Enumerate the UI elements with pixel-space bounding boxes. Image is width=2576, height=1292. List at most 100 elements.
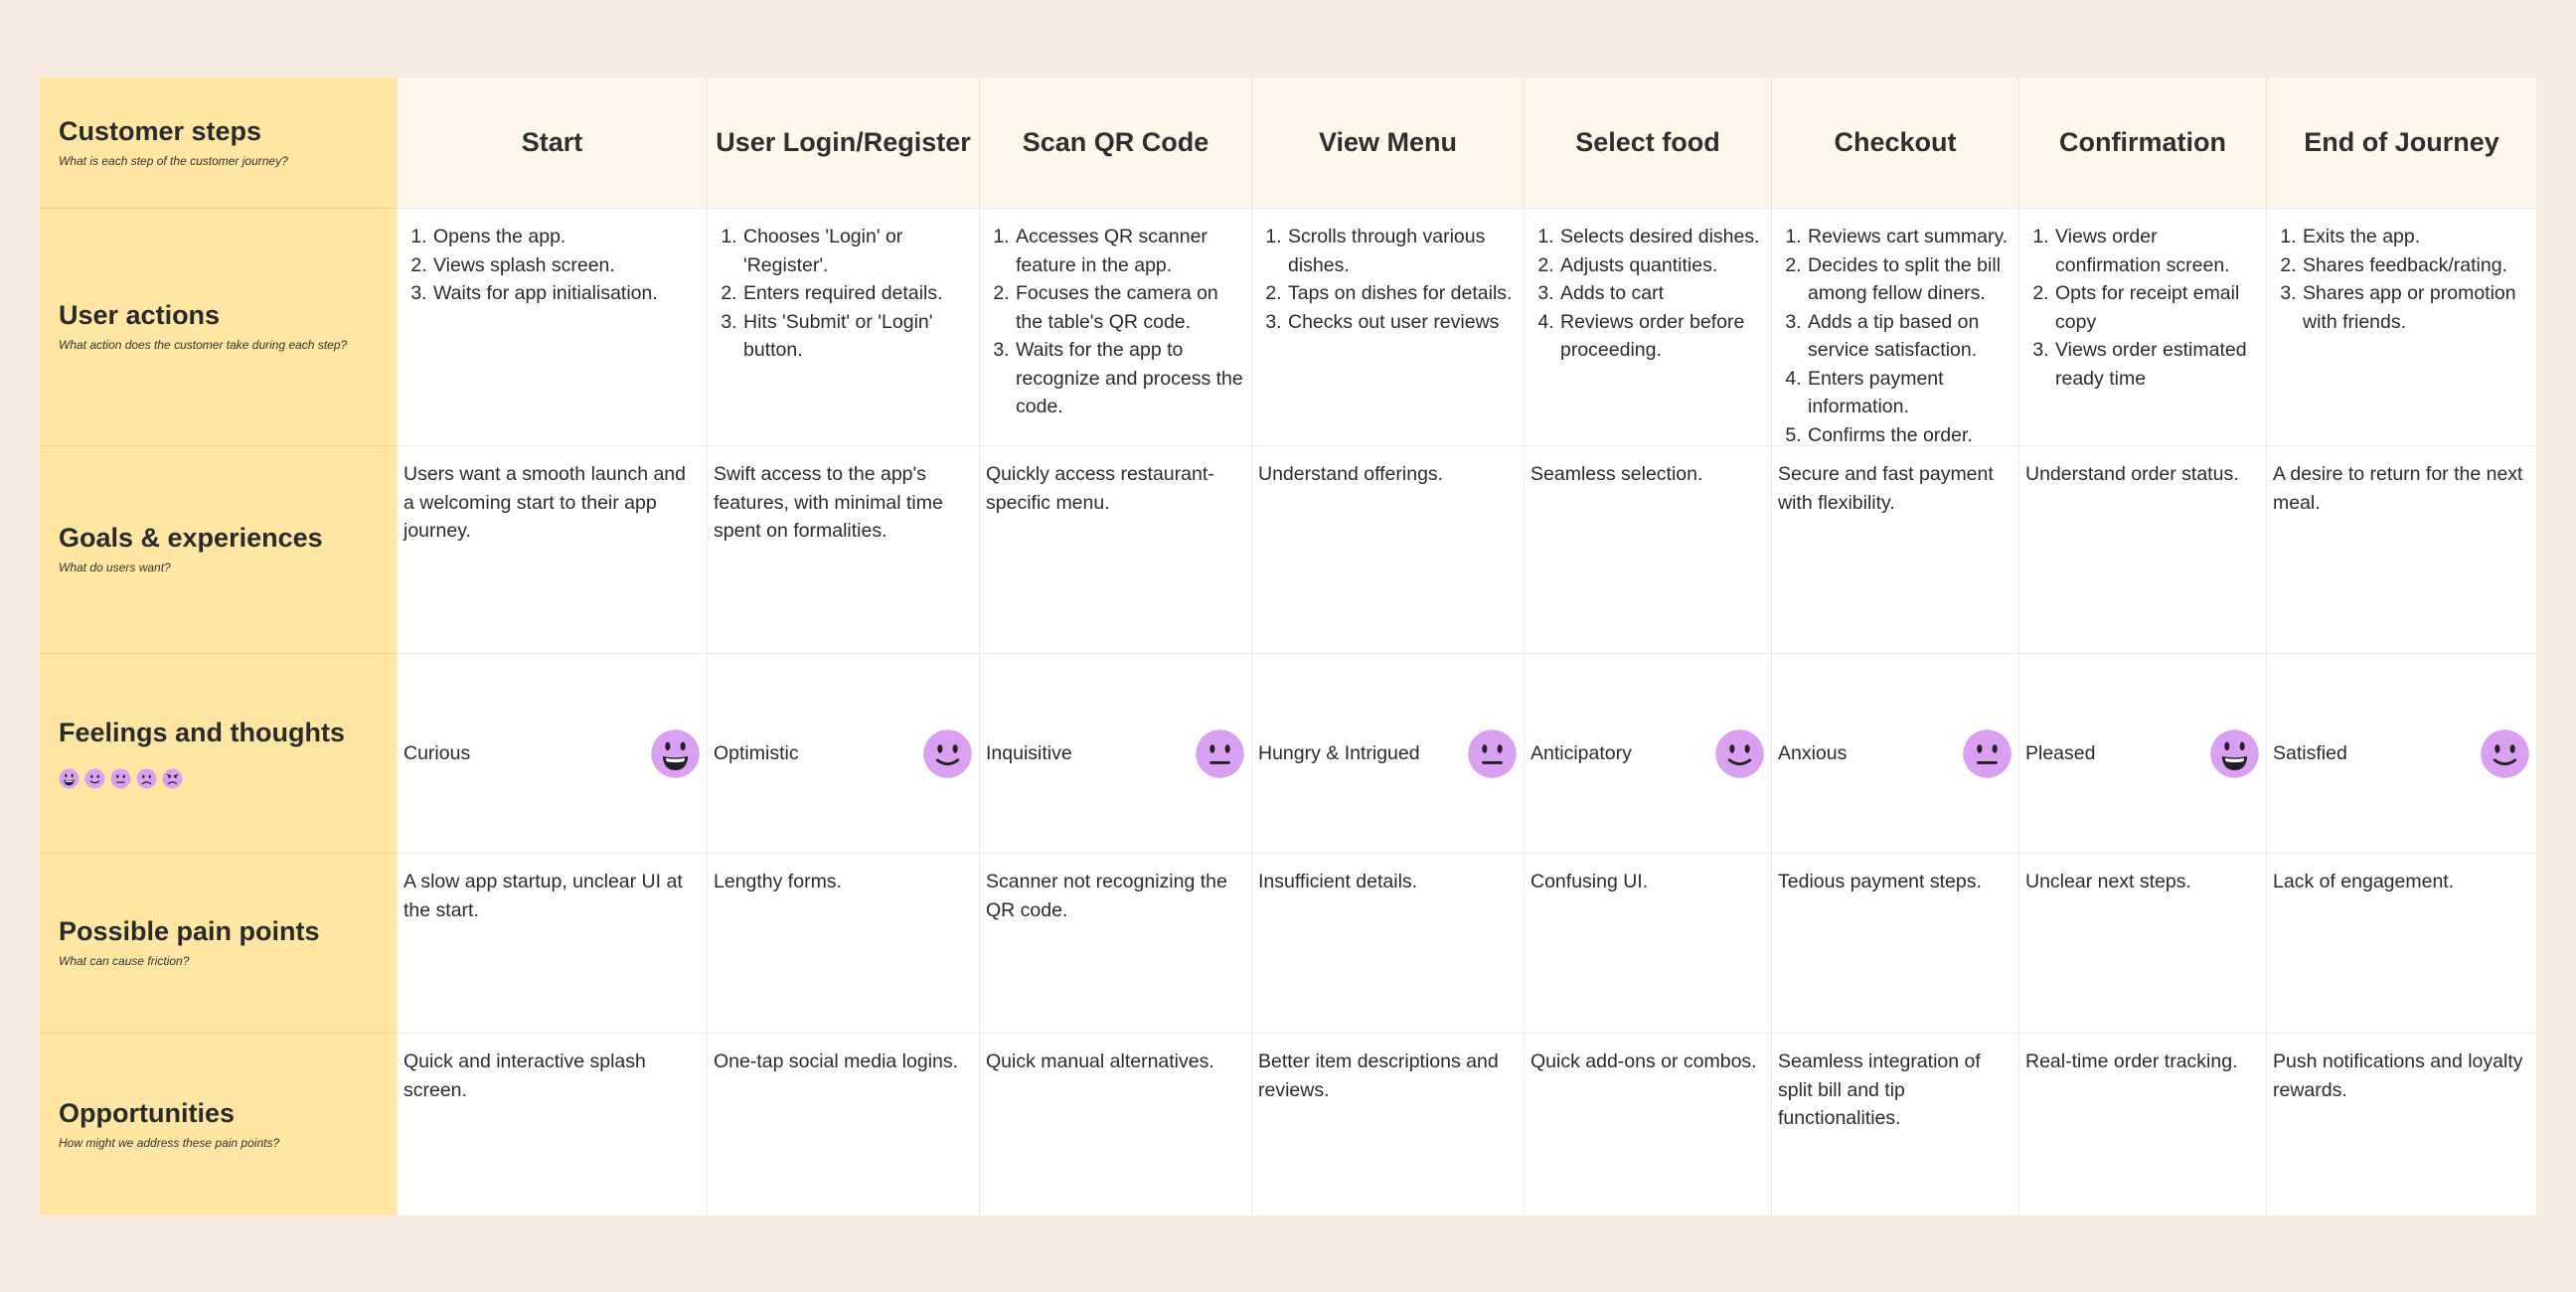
feeling-cell: Curious: [397, 653, 707, 853]
action-list: Opens the app.Views splash screen.Waits …: [403, 223, 701, 308]
step-title: End of Journey: [2304, 127, 2499, 157]
goal-text: A desire to return for the next meal.: [2273, 463, 2523, 514]
feeling-cell: Hungry & Intrigued: [1251, 653, 1524, 853]
opportunity-cell: Quick manual alternatives.: [979, 1033, 1251, 1215]
opportunity-cell: Quick and interactive splash screen.: [397, 1033, 707, 1215]
goal-cell: A desire to return for the next meal.: [2266, 445, 2536, 653]
opportunity-text: Quick manual alternatives.: [986, 1050, 1214, 1072]
pain-point-text: Insufficient details.: [1258, 871, 1418, 892]
step-title: Confirmation: [2059, 127, 2226, 157]
action-list: Exits the app.Shares feedback/rating.Sha…: [2273, 223, 2530, 336]
neutral-face-icon: [110, 768, 131, 789]
goal-cell: Quickly access restaurant-specific menu.: [979, 445, 1251, 653]
row-title: Opportunities: [59, 1097, 235, 1128]
step-header: Select food: [1524, 78, 1771, 208]
goal-text: Seamless selection.: [1530, 463, 1703, 485]
step-title: User Login/Register: [716, 127, 971, 157]
opportunity-text: Quick add-ons or combos.: [1530, 1050, 1757, 1072]
action-item: Taps on dishes for details.: [1287, 279, 1518, 308]
pain-point-text: A slow app startup, unclear UI at the st…: [403, 871, 683, 921]
row-subtitle: What is each step of the customer journe…: [59, 153, 288, 168]
action-item: Hits 'Submit' or 'Login' button.: [742, 308, 973, 365]
smiling-face-icon: [2481, 728, 2529, 778]
action-list: Reviews cart summary.Decides to split th…: [1778, 223, 2012, 445]
opportunity-cell: Push notifications and loyalty rewards.: [2266, 1033, 2536, 1215]
grinning-face-icon: [59, 768, 80, 789]
row-title: Customer steps: [59, 115, 262, 146]
goal-cell: Understand order status.: [2018, 445, 2266, 653]
row-subtitle: How might we address these pain points?: [59, 1135, 280, 1150]
feeling-cell: Inquisitive: [979, 653, 1251, 853]
pain-point-text: Lack of engagement.: [2273, 871, 2455, 892]
step-header: Checkout: [1771, 78, 2018, 208]
action-item: Adds a tip based on service satisfaction…: [1807, 308, 2012, 365]
pain-point-cell: Unclear next steps.: [2018, 853, 2266, 1033]
pain-point-cell: Insufficient details.: [1251, 853, 1524, 1033]
opportunity-cell: One-tap social media logins.: [707, 1033, 979, 1215]
action-item: Confirms the order.: [1807, 421, 2012, 446]
pain-point-cell: Lack of engagement.: [2266, 853, 2536, 1033]
neutral-face-icon: [1196, 728, 1244, 778]
feeling-cell: Optimistic: [707, 653, 979, 853]
action-item: Decides to split the bill among fellow d…: [1807, 251, 2012, 308]
pain-point-text: Lengthy forms.: [714, 871, 842, 892]
feeling-cell: Anxious: [1771, 653, 2018, 853]
action-item: Accesses QR scanner feature in the app.: [1015, 223, 1245, 279]
user-actions-cell: Opens the app.Views splash screen.Waits …: [397, 208, 707, 445]
action-item: Chooses 'Login' or 'Register'.: [742, 223, 973, 279]
action-item: Adjusts quantities.: [1559, 251, 1765, 280]
feeling-label: Curious: [403, 741, 471, 764]
pain-point-text: Tedious payment steps.: [1778, 871, 1982, 892]
smiling-face-icon: [1715, 728, 1764, 778]
opportunity-cell: Better item descriptions and reviews.: [1251, 1033, 1524, 1215]
feeling-cell: Anticipatory: [1524, 653, 1771, 853]
row-header-feelings: Feelings and thoughts: [40, 653, 397, 853]
opportunity-cell: Real-time order tracking.: [2018, 1033, 2266, 1215]
smiling-face-icon: [84, 768, 105, 789]
grinning-face-icon: [2210, 728, 2259, 778]
action-list: Selects desired dishes.Adjusts quantitie…: [1530, 223, 1765, 365]
opportunity-text: Push notifications and loyalty rewards.: [2273, 1050, 2523, 1101]
neutral-face-icon: [1963, 728, 2012, 778]
pain-point-text: Unclear next steps.: [2025, 871, 2191, 892]
opportunity-text: Quick and interactive splash screen.: [403, 1050, 646, 1101]
opportunity-text: One-tap social media logins.: [714, 1050, 959, 1072]
row-title: Possible pain points: [59, 916, 320, 947]
row-header-pain-points: Possible pain points What can cause fric…: [40, 853, 397, 1033]
action-item: Focuses the camera on the table's QR cod…: [1015, 279, 1245, 336]
row-title: Goals & experiences: [59, 523, 323, 554]
user-actions-cell: Exits the app.Shares feedback/rating.Sha…: [2266, 208, 2536, 445]
row-subtitle: What do users want?: [59, 561, 171, 575]
action-list: Views order confirmation screen.Opts for…: [2025, 223, 2260, 393]
action-item: Waits for app initialisation.: [432, 279, 701, 308]
row-header-opportunities: Opportunities How might we address these…: [40, 1033, 397, 1215]
opportunity-text: Real-time order tracking.: [2025, 1050, 2238, 1072]
action-list: Accesses QR scanner feature in the app.F…: [986, 223, 1245, 421]
action-item: Checks out user reviews: [1287, 308, 1518, 337]
feeling-label: Inquisitive: [986, 741, 1072, 764]
angry-face-icon: [162, 768, 183, 789]
pain-point-cell: Scanner not recognizing the QR code.: [979, 853, 1251, 1033]
feeling-label: Optimistic: [714, 741, 799, 764]
user-actions-cell: Scrolls through various dishes.Taps on d…: [1251, 208, 1524, 445]
action-item: Opts for receipt email copy: [2054, 279, 2260, 336]
user-actions-cell: Chooses 'Login' or 'Register'.Enters req…: [707, 208, 979, 445]
action-item: Scrolls through various dishes.: [1287, 223, 1518, 279]
step-title: Start: [521, 127, 583, 157]
step-title: Checkout: [1834, 127, 1957, 157]
step-title: Select food: [1575, 127, 1720, 157]
emotion-scale-legend: [59, 768, 377, 789]
action-item: Selects desired dishes.: [1559, 223, 1765, 251]
grinning-face-icon: [651, 728, 700, 778]
goal-text: Quickly access restaurant-specific menu.: [986, 463, 1214, 514]
goal-text: Understand order status.: [2025, 463, 2239, 485]
goal-cell: Swift access to the app's features, with…: [707, 445, 979, 653]
step-title: Scan QR Code: [1022, 127, 1209, 157]
action-item: Reviews order before proceeding.: [1559, 308, 1765, 365]
opportunity-text: Seamless integration of split bill and t…: [1778, 1050, 1981, 1129]
action-list: Chooses 'Login' or 'Register'.Enters req…: [714, 223, 973, 365]
user-actions-cell: Accesses QR scanner feature in the app.F…: [979, 208, 1251, 445]
action-item: Shares feedback/rating.: [2302, 251, 2530, 280]
journey-map: Customer steps What is each step of the …: [40, 78, 2536, 1215]
frowning-face-icon: [136, 768, 157, 789]
